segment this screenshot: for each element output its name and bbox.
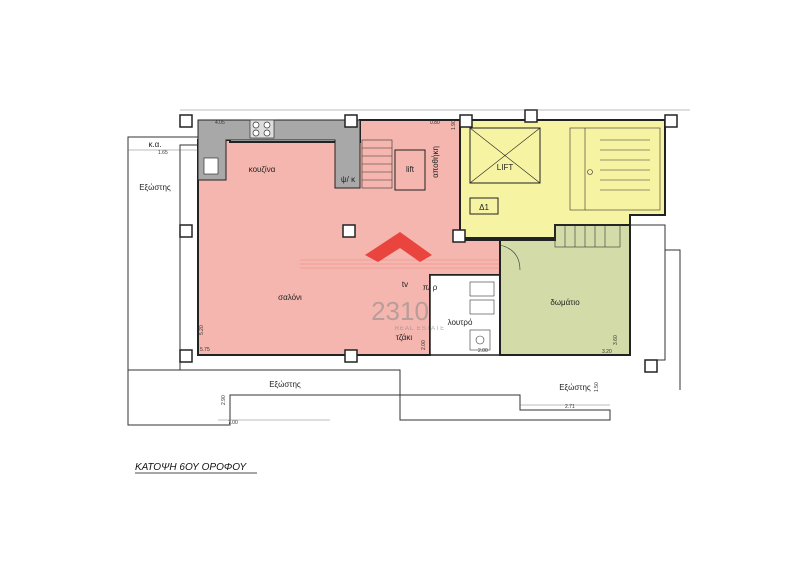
door-swing	[499, 244, 521, 271]
watermark-number: 2310	[371, 296, 429, 326]
label-balcony-bottom-right: Εξώστης	[559, 383, 591, 392]
dim-label: 7.00	[228, 420, 238, 426]
dim-label: 3.60	[613, 335, 619, 345]
plan-title: ΚΑΤΟΨΗ 6ΟΥ ΟΡΟΦΟΥ	[135, 462, 247, 473]
watermark-stripes	[300, 259, 500, 269]
apartment-tag	[469, 197, 499, 215]
dim-label: 1.50	[594, 382, 600, 392]
label-kitchen: κουζίνα	[249, 165, 276, 174]
bathroom-fixtures	[469, 281, 495, 351]
cooktop-icon	[249, 119, 275, 139]
label-bedroom: δωμάτιο	[550, 298, 580, 307]
label-balcony-bottom-left: Εξώστης	[269, 380, 301, 389]
label-balcony-left: Εξώστης	[139, 183, 171, 192]
label-bathroom: λουτρό	[448, 318, 473, 327]
label-lift-shaft: lift	[406, 165, 415, 174]
dim-label: 0.80	[430, 120, 440, 126]
label-laundry: π/ ρ	[423, 283, 438, 292]
dim-label: 5.20	[199, 325, 205, 335]
dim-label: 5.75	[200, 347, 210, 353]
label-apartment: Δ1	[479, 203, 489, 212]
watermark-logo: 2310 REAL ESTATE	[300, 232, 500, 332]
label-lift: LIFT	[497, 163, 514, 172]
lift-cross-line	[469, 127, 541, 184]
sink	[203, 157, 219, 175]
label-ka: κ.α.	[148, 140, 161, 149]
dim-label: 4.05	[215, 120, 225, 126]
columns	[179, 109, 678, 373]
house-roof-icon	[365, 232, 432, 262]
dim-label: 1.90	[451, 120, 457, 130]
dim-label: 2.00	[421, 340, 427, 350]
dim-label: 1.65	[158, 150, 168, 156]
bedroom-stair	[554, 224, 621, 248]
dim-label: 2.71	[565, 404, 575, 410]
label-living: σαλόνι	[278, 293, 302, 302]
interior-stair	[361, 139, 393, 189]
label-fridge: ψ/ κ	[341, 175, 356, 184]
kitchen-counter	[197, 119, 361, 189]
label-fireplace: τζάκι	[396, 333, 413, 342]
watermark-subtitle: REAL ESTATE	[395, 326, 446, 332]
label-tv: tv	[402, 280, 408, 289]
lift-shaft	[394, 149, 426, 191]
dim-label: 2.00	[478, 348, 488, 354]
dimension-lines	[128, 109, 690, 421]
label-storage: αποθήκη	[431, 146, 440, 178]
dim-label: 3.20	[602, 349, 612, 355]
staircase-core	[569, 127, 661, 211]
dim-label: 2.90	[221, 395, 227, 405]
